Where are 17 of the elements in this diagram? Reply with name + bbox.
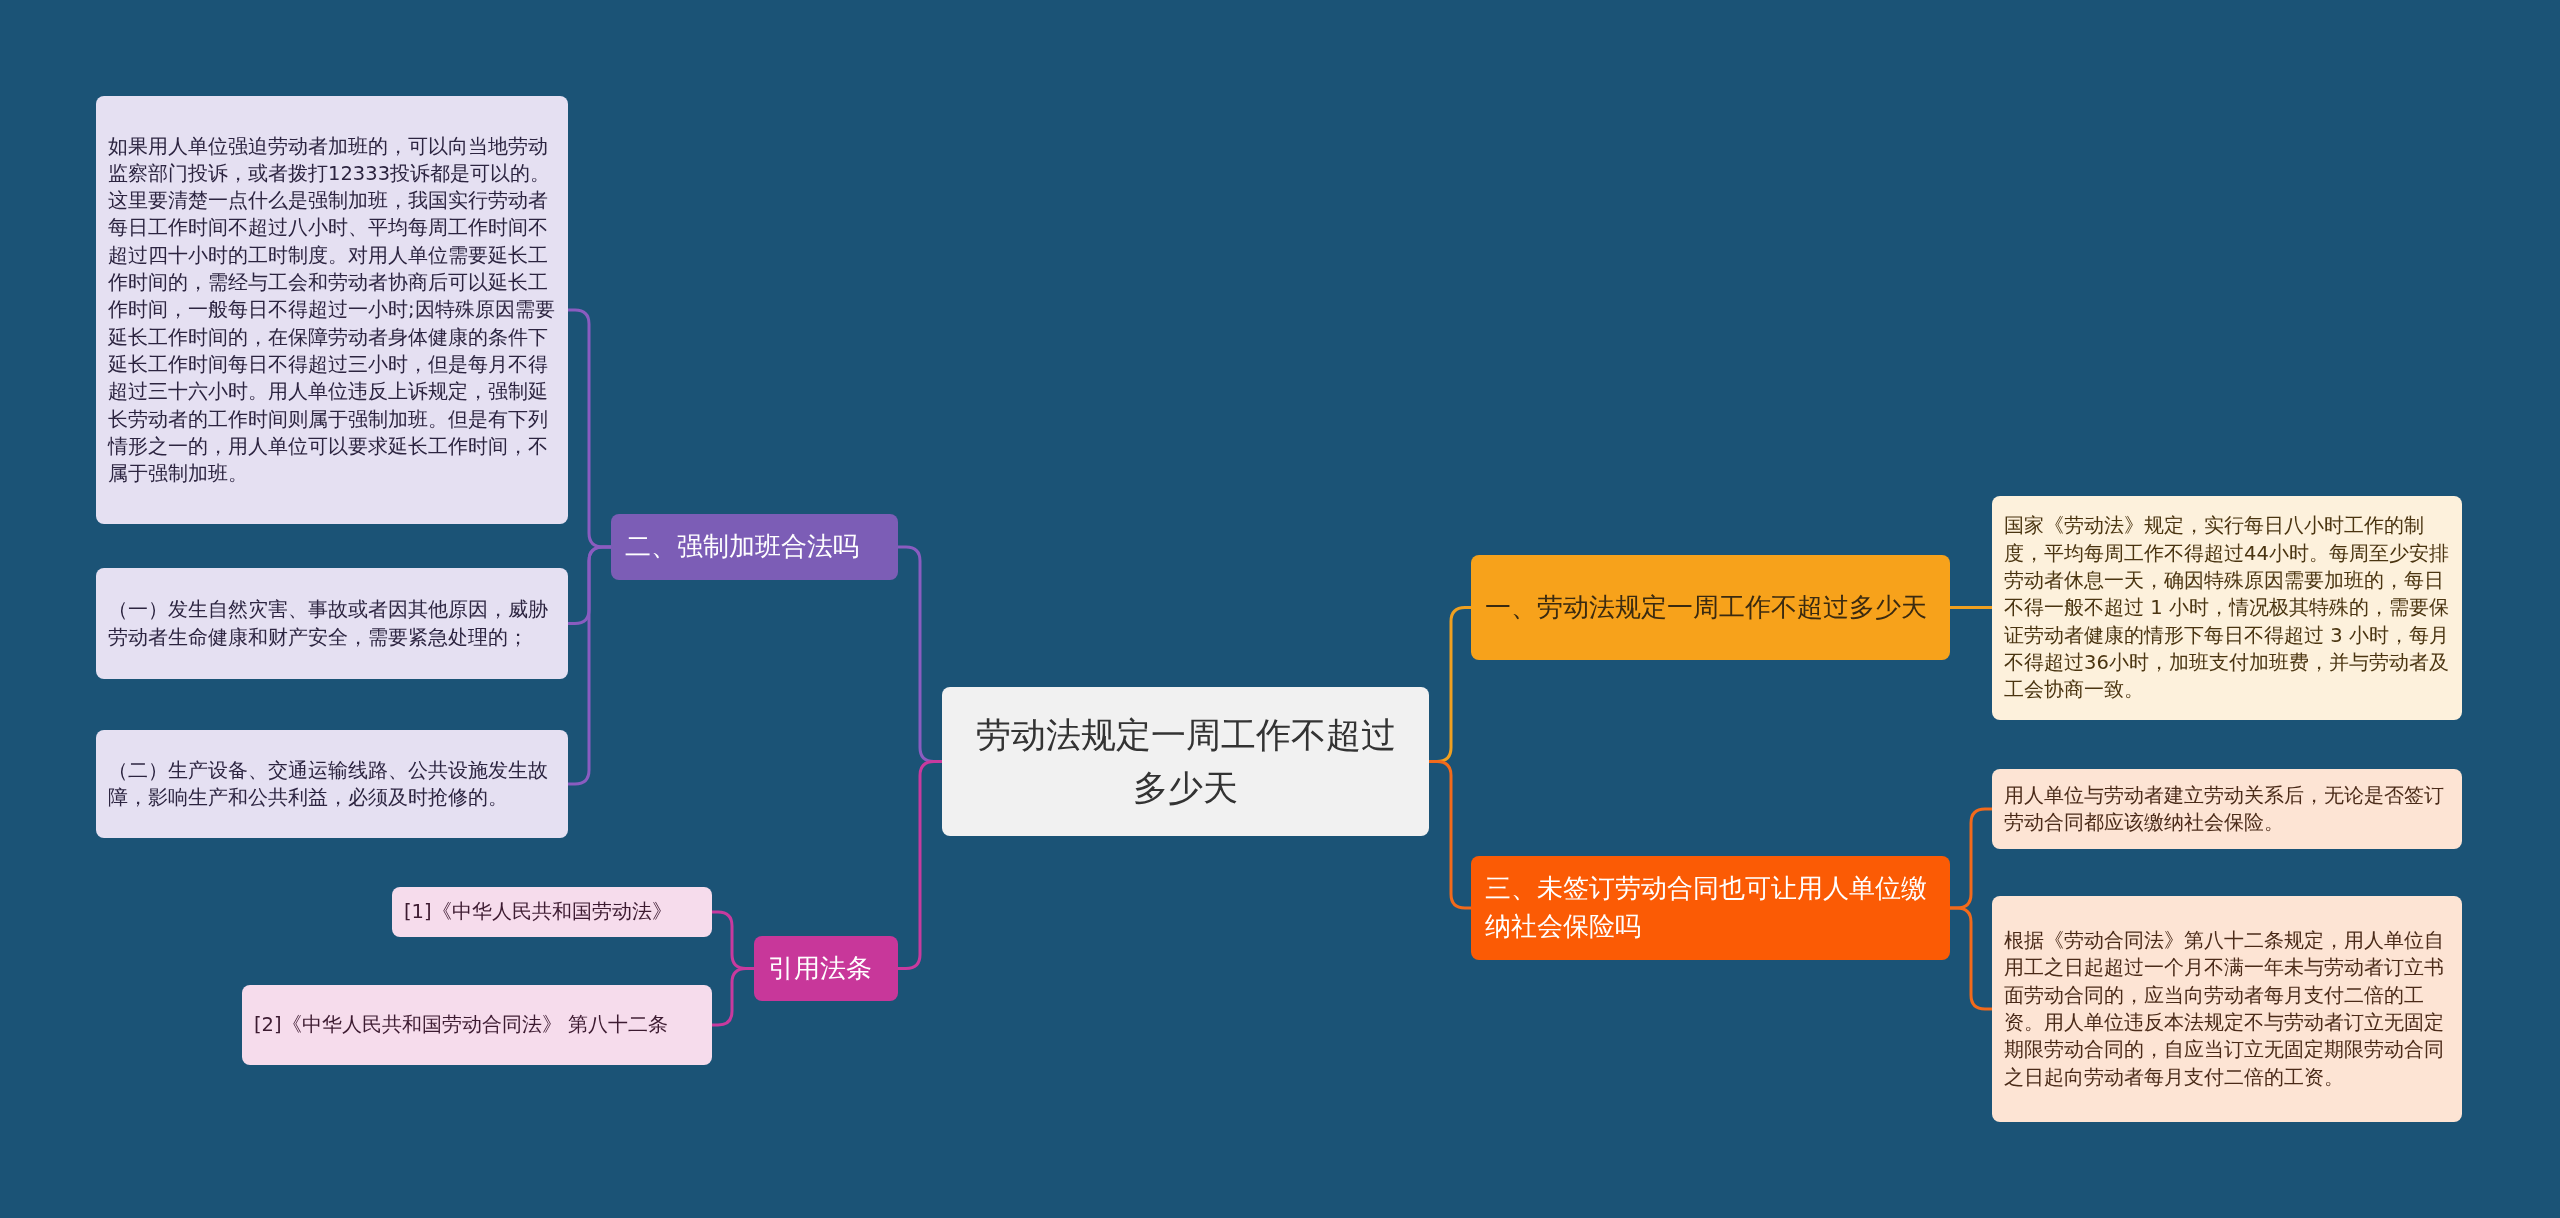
central-topic: 劳动法规定一周工作不超过多少天: [942, 687, 1429, 836]
note-card: 国家《劳动法》规定，实行每日八小时工作的制度，平均每周工作不得超过44小时。每周至少安排劳动者休息一天，确因特殊原因需要加班的，每日不得一般不超过 1 小时，情况极其特殊的，需要保证劳动者健康的情形下每日不得超过 3 小时，每月不得超过36小时，加班支付加班费，并与劳动者及工会协商一致。: [1992, 496, 2462, 720]
note-card: 如果用人单位强迫劳动者加班的，可以向当地劳动监察部门投诉，或者拨打12333投诉都是可以的。这里要清楚一点什么是强制加班，我国实行劳动者每日工作时间不超过八小时、平均每周工作时间不超过四十小时的工时制度。对用人单位需要延长工作时间的，需经与工会和劳动者协商后可以延长工作时间，一般每日不得超过一小时;因特殊原因需要延长工作时间的，在保障劳动者身体健康的条件下延长工作时间每日不得超过三小时，但是每月不得超过三十六小时。用人单位违反上诉规定，强制延长劳动者的工作时间则属于强制加班。但是有下列情形之一的，用人单位可以要求延长工作时间，不属于强制加班。: [96, 96, 568, 524]
branch-topic: 一、劳动法规定一周工作不超过多少天: [1471, 555, 1950, 660]
note-card: [2]《中华人民共和国劳动合同法》 第八十二条: [242, 985, 712, 1065]
connector-line: [1950, 906, 1992, 1011]
note-card: （二）生产设备、交通运输线路、公共设施发生故障，影响生产和公共利益，必须及时抢修的。: [96, 730, 568, 838]
note-card: （一）发生自然灾害、事故或者因其他原因，威胁劳动者生命健康和财产安全，需要紧急处理的；: [96, 568, 568, 679]
note-card: 用人单位与劳动者建立劳动关系后，无论是否签订劳动合同都应该缴纳社会保险。: [1992, 769, 2462, 849]
branch-topic: 二、强制加班合法吗: [611, 514, 898, 580]
branch-topic: 引用法条: [754, 936, 898, 1001]
branch-topic: 三、未签订劳动合同也可让用人单位缴纳社会保险吗: [1471, 856, 1950, 960]
connector-line: [568, 545, 611, 786]
note-card: 根据《劳动合同法》第八十二条规定，用人单位自用工之日起超过一个月不满一年未与劳动者订立书面劳动合同的，应当向劳动者每月支付二倍的工资。用人单位违反本法规定不与劳动者订立无固定期限劳动合同的，自应当订立无固定期限劳动合同之日起向劳动者每月支付二倍的工资。: [1992, 896, 2462, 1122]
connector-line: [898, 760, 942, 970]
connector-line: [1950, 606, 1992, 609]
note-card: [1]《中华人民共和国劳动法》: [392, 887, 712, 937]
